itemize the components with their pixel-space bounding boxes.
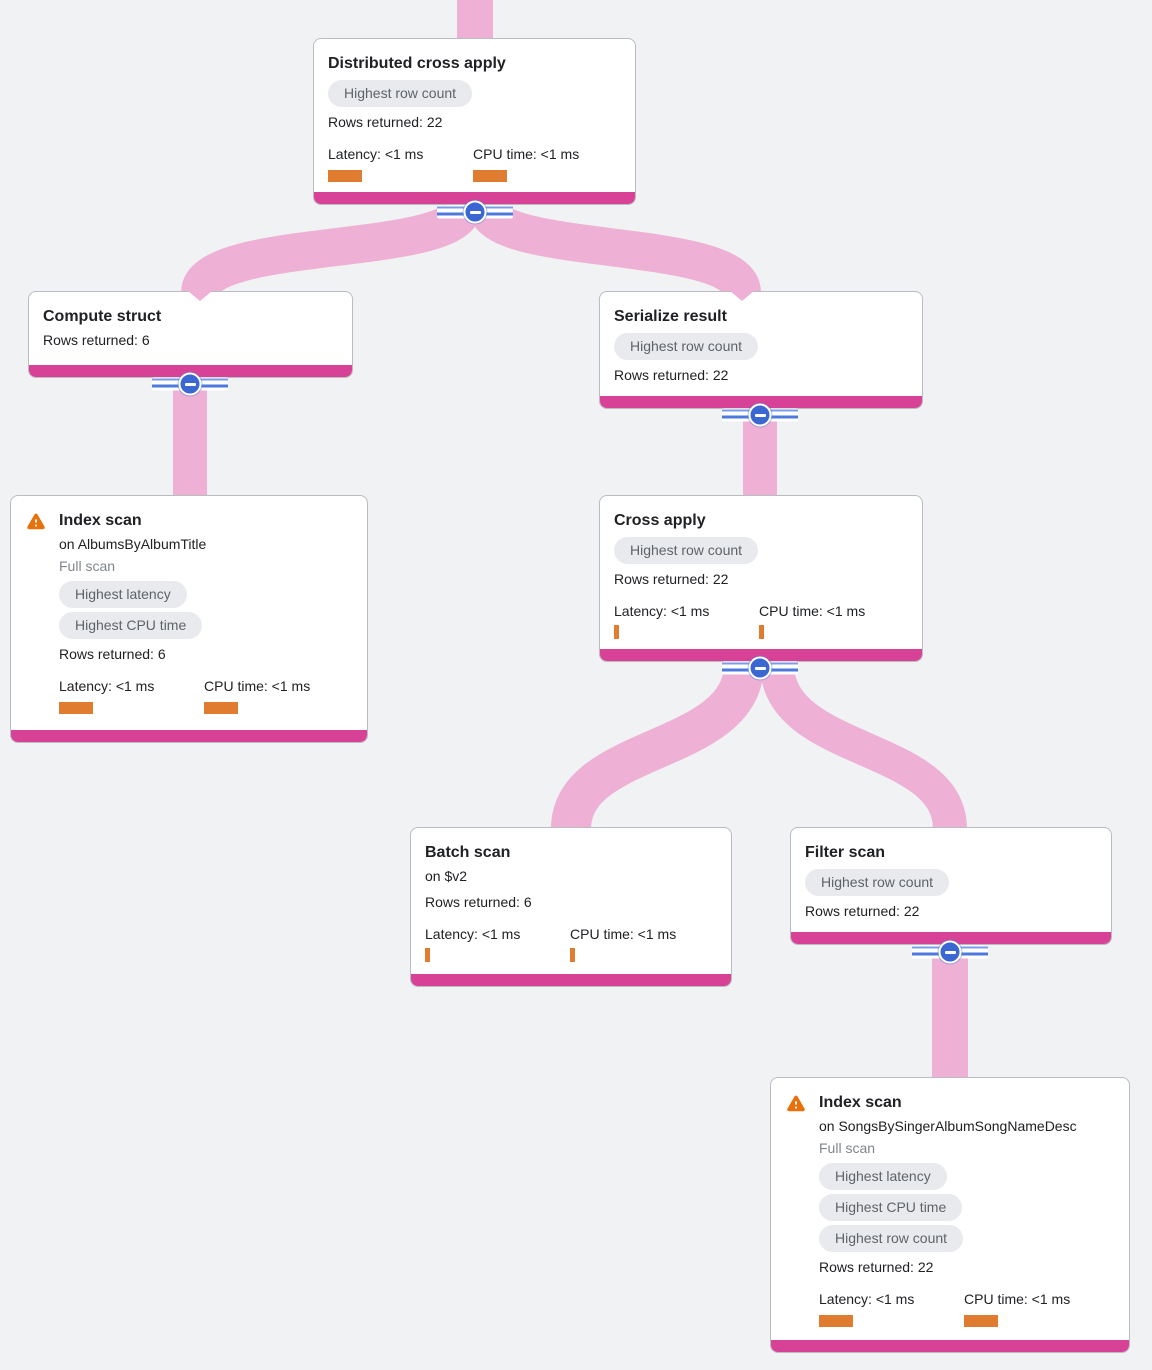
badge-highest-latency: Highest latency [819, 1163, 947, 1190]
plan-node-batch-scan[interactable]: Batch scan on $v2 Rows returned: 6 Laten… [410, 827, 732, 987]
node-title: Cross apply [614, 512, 706, 529]
plan-node-compute-struct[interactable]: Compute struct Rows returned: 6 [28, 291, 353, 378]
node-title: Compute struct [43, 308, 162, 325]
plan-node-serialize-result[interactable]: Serialize result Highest row count Rows … [599, 291, 923, 409]
badge-highest-row-count: Highest row count [614, 537, 759, 564]
minus-icon [178, 372, 202, 396]
badge-highest-cpu-time: Highest CPU time [819, 1194, 963, 1221]
edge-to-compute-struct [181, 200, 482, 298]
badge-highest-row-count: Highest row count [805, 869, 950, 896]
node-footer-bar [600, 396, 922, 408]
plan-node-filter-scan[interactable]: Filter scan Highest row count Rows retur… [790, 827, 1112, 945]
node-footer-bar [791, 932, 1111, 944]
plan-node-distributed-cross-apply[interactable]: Distributed cross apply Highest row coun… [313, 38, 636, 205]
scan-type: Full scan [59, 558, 116, 574]
edge-to-batch-scan [551, 662, 764, 831]
badge-highest-cpu-time: Highest CPU time [59, 612, 203, 639]
cpu-time-label: CPU time: <1 ms [759, 603, 866, 619]
node-footer-bar [411, 974, 731, 986]
edge-to-index-scan-albums [173, 379, 207, 496]
latency-label: Latency: <1 ms [328, 146, 424, 162]
node-title: Batch scan [425, 844, 511, 861]
edge-to-serialize-result [468, 201, 761, 298]
edge-to-index-scan-songs [932, 946, 968, 1078]
collapse-button-cross-apply[interactable] [722, 656, 798, 680]
badge-highest-latency: Highest latency [59, 581, 187, 608]
scan-type: Full scan [819, 1140, 876, 1156]
minus-icon [748, 656, 772, 680]
cpu-time-label: CPU time: <1 ms [473, 146, 580, 162]
cpu-time-label: CPU time: <1 ms [204, 678, 311, 694]
badge-highest-row-count: Highest row count [328, 80, 473, 107]
node-target: on $v2 [425, 868, 468, 884]
latency-bar [614, 625, 619, 639]
latency-label: Latency: <1 ms [59, 678, 155, 694]
cpu-time-label: CPU time: <1 ms [570, 926, 677, 942]
rows-returned: Rows returned: 6 [43, 332, 150, 348]
node-title: Distributed cross apply [328, 55, 506, 72]
edge-root-in [457, 0, 493, 40]
cpu-time-bar [759, 625, 764, 639]
plan-node-index-scan-songs[interactable]: Index scan on SongsBySingerAlbumSongName… [770, 1077, 1130, 1353]
edge-to-filter-scan [760, 662, 967, 831]
node-title: Index scan [819, 1094, 902, 1111]
latency-label: Latency: <1 ms [425, 926, 521, 942]
plan-node-index-scan-albums[interactable]: Index scan on AlbumsByAlbumTitle Full sc… [10, 495, 368, 743]
collapse-button-filter-scan[interactable] [912, 940, 988, 964]
node-footer-bar [29, 365, 352, 377]
cpu-time-label: CPU time: <1 ms [964, 1291, 1071, 1307]
latency-bar [59, 702, 93, 714]
latency-bar [819, 1315, 853, 1327]
plan-node-cross-apply[interactable]: Cross apply Highest row count Rows retur… [599, 495, 923, 662]
minus-icon [938, 940, 962, 964]
collapse-button-serialize-result[interactable] [722, 403, 798, 427]
rows-returned: Rows returned: 6 [59, 646, 166, 662]
node-footer-bar [771, 1340, 1129, 1352]
node-target: on SongsBySingerAlbumSongNameDesc [819, 1118, 1077, 1134]
rows-returned: Rows returned: 22 [614, 571, 729, 587]
latency-label: Latency: <1 ms [819, 1291, 915, 1307]
cpu-time-bar [473, 170, 507, 182]
node-target: on AlbumsByAlbumTitle [59, 536, 207, 552]
node-footer-bar [11, 730, 367, 742]
cpu-time-bar [964, 1315, 998, 1327]
minus-icon [748, 403, 772, 427]
node-title: Filter scan [805, 844, 886, 861]
rows-returned: Rows returned: 22 [805, 903, 920, 919]
node-footer-bar [600, 649, 922, 661]
node-title: Serialize result [614, 308, 727, 325]
badge-highest-row-count: Highest row count [819, 1225, 964, 1252]
warning-icon [25, 510, 47, 532]
latency-bar [328, 170, 362, 182]
badge-highest-row-count: Highest row count [614, 333, 759, 360]
rows-returned: Rows returned: 22 [819, 1259, 934, 1275]
latency-bar [425, 948, 430, 962]
node-title: Index scan [59, 512, 142, 529]
rows-returned: Rows returned: 22 [328, 114, 443, 130]
minus-icon [463, 200, 487, 224]
rows-returned: Rows returned: 22 [614, 367, 729, 383]
cpu-time-bar [204, 702, 238, 714]
collapse-button-compute-struct[interactable] [152, 372, 228, 396]
collapse-button-distributed-cross-apply[interactable] [437, 200, 513, 224]
latency-label: Latency: <1 ms [614, 603, 710, 619]
warning-icon [785, 1092, 807, 1114]
rows-returned: Rows returned: 6 [425, 894, 532, 910]
cpu-time-bar [570, 948, 575, 962]
